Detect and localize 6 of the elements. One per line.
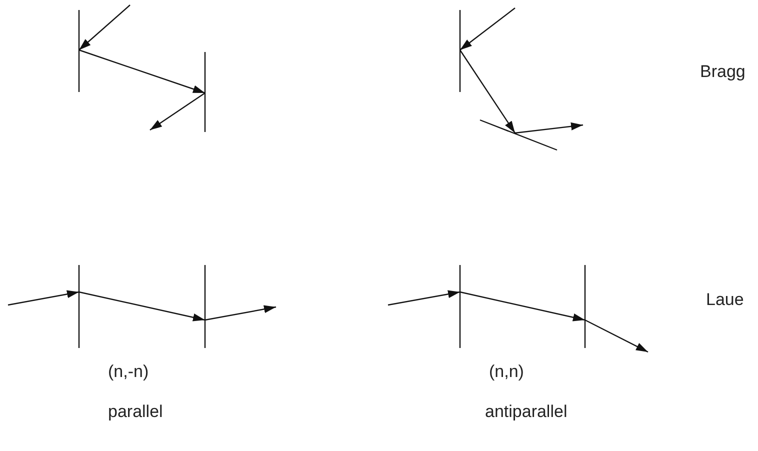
row-label: Laue <box>706 290 744 310</box>
index-label: (n,n) <box>489 362 524 382</box>
index-label: (n,-n) <box>108 362 149 382</box>
column-label: antiparallel <box>485 402 568 422</box>
column-label: parallel <box>108 402 163 422</box>
row-label: Bragg <box>700 62 746 82</box>
